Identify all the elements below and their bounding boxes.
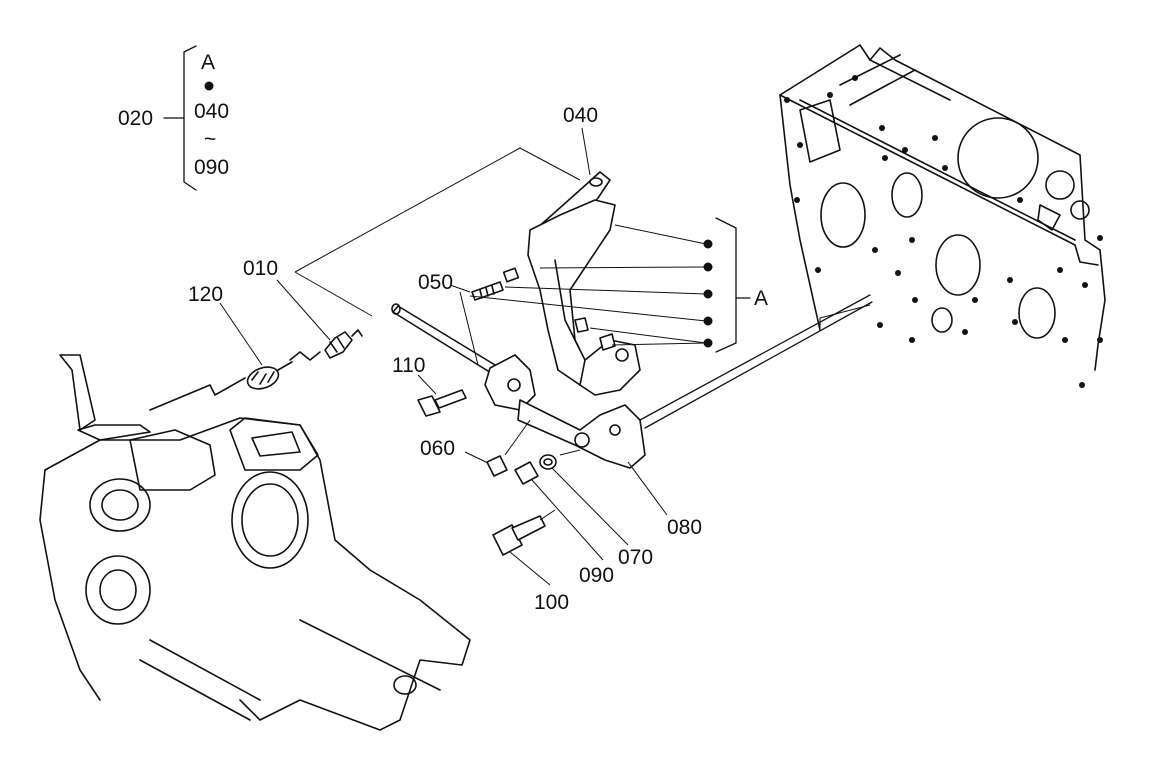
callout-labels: 040 010 120 050 A 110 060 080 070 090 10… xyxy=(188,104,768,614)
legend-range-end: 090 xyxy=(194,156,229,179)
legend-range-tilde: ~ xyxy=(204,128,216,151)
callout-040: 040 xyxy=(563,104,598,127)
callout-080: 080 xyxy=(667,516,702,539)
bolt-110 xyxy=(417,395,441,417)
callout-100: 100 xyxy=(534,591,569,614)
callout-090: 090 xyxy=(579,564,614,587)
callout-070: 070 xyxy=(618,546,653,569)
leader-lines xyxy=(219,127,871,586)
spring-010 xyxy=(324,331,353,359)
bolt-090 xyxy=(514,461,539,485)
engine-block-illustration xyxy=(779,44,1106,388)
legend-group: 020 A 040 ~ 090 xyxy=(118,45,229,191)
callout-010: 010 xyxy=(243,257,278,280)
arm-080 xyxy=(517,399,646,469)
callout-group-a: A xyxy=(754,287,768,310)
legend-range-start: 040 xyxy=(194,100,229,123)
bolt-060 xyxy=(486,455,508,477)
governor-lever-assembly xyxy=(149,171,873,556)
legend-group-letter: A xyxy=(201,51,215,74)
fork-block xyxy=(484,354,536,411)
gear-case-illustration xyxy=(39,354,471,731)
callout-110: 110 xyxy=(392,354,425,377)
callout-050: 050 xyxy=(418,271,453,294)
legend-bracket xyxy=(183,45,197,191)
washer-070 xyxy=(539,454,557,470)
callout-120: 120 xyxy=(188,283,223,306)
callout-060: 060 xyxy=(420,437,455,460)
legend-callout-020: 020 xyxy=(118,107,153,130)
group-a-bullets xyxy=(703,239,713,348)
group-a-bracket xyxy=(715,217,737,353)
legend-bullet xyxy=(204,81,214,91)
